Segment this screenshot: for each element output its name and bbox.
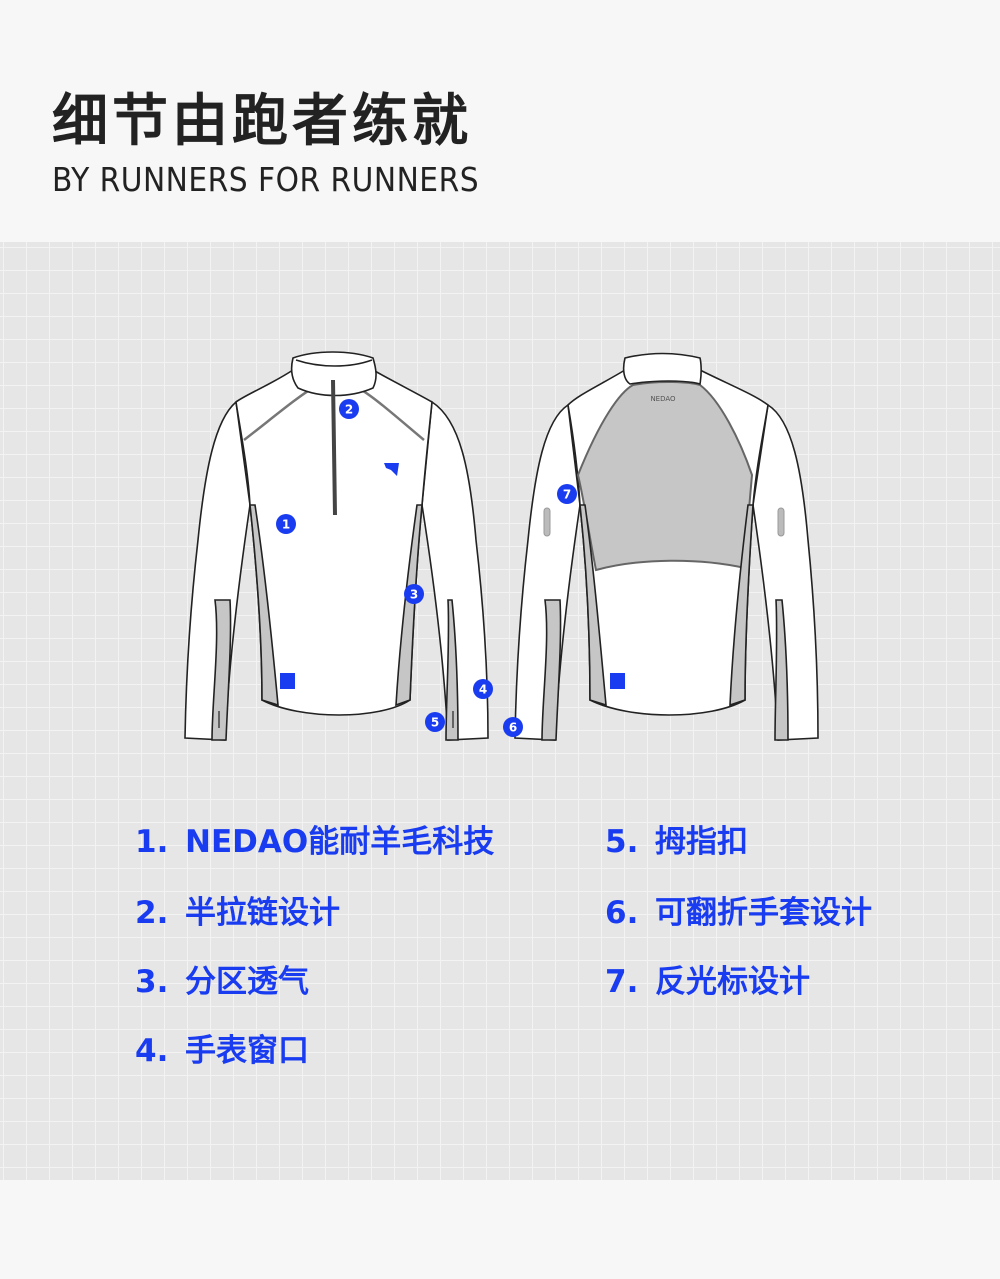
grid-background [0, 242, 1000, 1180]
feature-1: 1.NEDAO能耐羊毛科技 [135, 824, 495, 860]
svg-text:7: 7 [563, 488, 571, 502]
page-subtitle: BY RUNNERS FOR RUNNERS [52, 160, 480, 199]
feature-6: 6.可翻折手套设计 [605, 895, 872, 931]
svg-text:6: 6 [509, 721, 517, 735]
marker-3[interactable]: 3 [404, 584, 424, 604]
marker-2[interactable]: 2 [339, 399, 359, 419]
feature-2: 2.半拉链设计 [135, 895, 340, 931]
svg-text:5: 5 [431, 716, 439, 730]
footer-area [0, 1180, 1000, 1279]
svg-text:4: 4 [479, 683, 487, 697]
header: 细节由跑者练就 BY RUNNERS FOR RUNNERS [0, 0, 1000, 242]
svg-text:2: 2 [345, 403, 353, 417]
svg-text:3: 3 [410, 588, 418, 602]
svg-text:1: 1 [282, 518, 290, 532]
feature-3: 3.分区透气 [135, 964, 309, 1000]
front-jacket [184, 351, 489, 741]
marker-1[interactable]: 1 [276, 514, 296, 534]
marker-6[interactable]: 6 [503, 717, 523, 737]
garment-illustration: NEDAO 1 2 3 4 5 6 7 [184, 351, 819, 741]
feature-4: 4.手表窗口 [135, 1033, 309, 1069]
back-jacket [514, 352, 819, 741]
feature-7: 7.反光标设计 [605, 964, 810, 1000]
page-title: 细节由跑者练就 [52, 89, 472, 154]
marker-4[interactable]: 4 [473, 679, 493, 699]
marker-7[interactable]: 7 [557, 484, 577, 504]
back-brand-label: NEDAO [650, 395, 676, 403]
feature-5: 5.拇指扣 [605, 824, 748, 860]
marker-5[interactable]: 5 [425, 712, 445, 732]
